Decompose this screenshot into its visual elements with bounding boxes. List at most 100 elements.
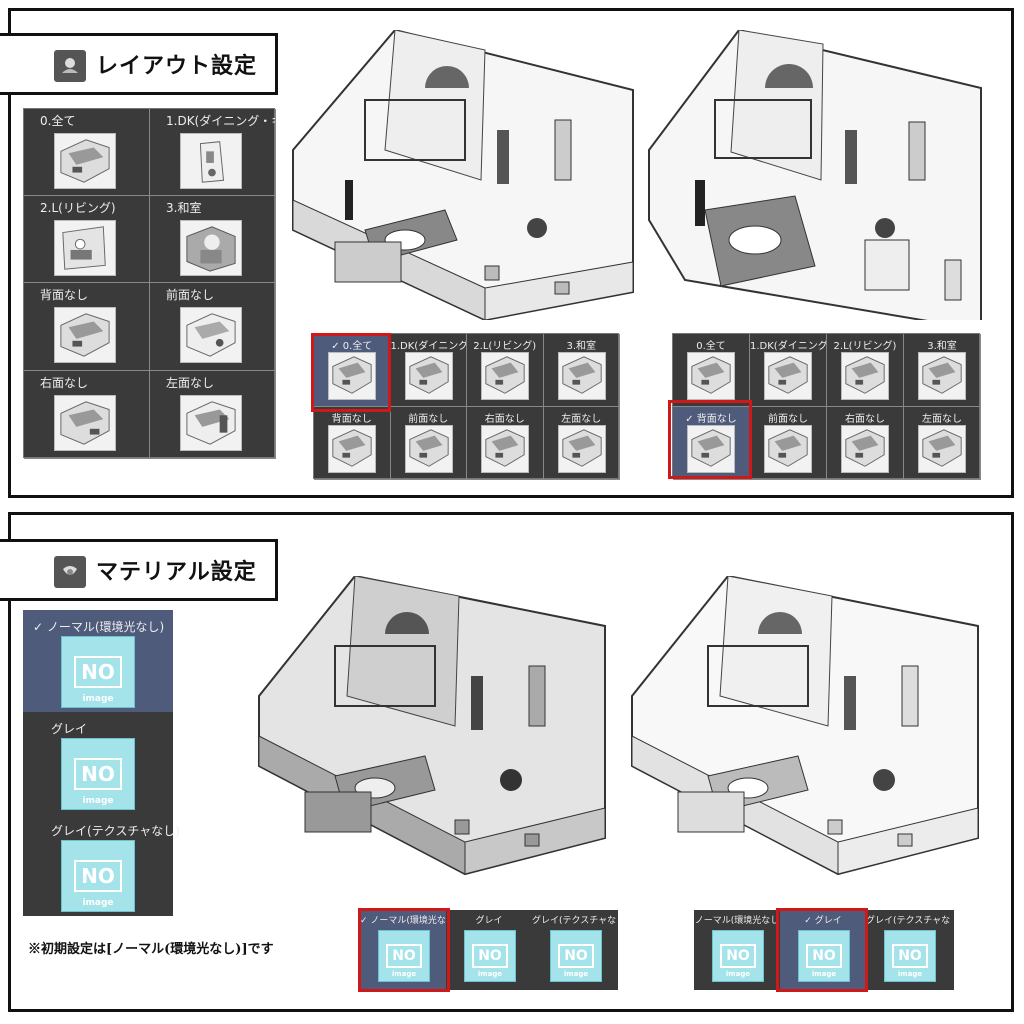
layout-thumbnail: [328, 425, 376, 473]
layout-mini-option[interactable]: 3.和室: [543, 334, 620, 407]
layout-option-washitsu[interactable]: 3.和室: [150, 196, 276, 283]
layout-option-no-back[interactable]: 背面なし: [24, 283, 150, 371]
room-render-normal: [255, 574, 610, 876]
layout-mini-option-label: ✓ 0.全て: [331, 341, 373, 352]
room-render-gray: [628, 574, 983, 876]
material-title-tab: マテリアル設定: [0, 539, 278, 601]
layout-option-living[interactable]: 2.L(リビング): [24, 196, 150, 283]
layout-thumbnail: [764, 352, 812, 400]
layout-mini-option-label: 3.和室: [927, 341, 957, 352]
layout-option-dk[interactable]: 1.DK(ダイニング・キッチン): [150, 109, 276, 196]
layout-thumbnail: [841, 352, 889, 400]
layout-thumbnail: [481, 352, 529, 400]
layout-mini-option[interactable]: 背面なし: [314, 407, 391, 480]
layout-option-no-right[interactable]: 右面なし: [24, 371, 150, 459]
layout-mini-option-label: ✓ 背面なし: [685, 414, 737, 425]
no-image-thumbnail: NO image: [61, 840, 135, 912]
layout-option-no-front[interactable]: 前面なし: [150, 283, 276, 371]
layout-thumbnail: [180, 220, 242, 276]
layout-mini-option[interactable]: 2.L(リビング): [467, 334, 544, 407]
layout-thumbnail: [481, 425, 529, 473]
layout-mini-option[interactable]: 右面なし: [827, 407, 904, 480]
layout-mini-option-label: 背面なし: [331, 414, 372, 425]
material-option-normal[interactable]: ✓ ノーマル(環境光なし) NO image: [23, 610, 173, 712]
highlight-box: [311, 333, 391, 412]
material-mini-option-label: グレイ: [475, 916, 503, 926]
layout-mini-option-label: 左面なし: [561, 414, 602, 425]
layout-mini-option-label: 0.全て: [696, 341, 726, 352]
material-mini-option-label: グレイ(テクスチャなし): [866, 916, 952, 926]
layout-thumbnail: [180, 133, 242, 189]
layout-mini-option[interactable]: 前面なし: [390, 407, 467, 480]
layout-thumbnail: [180, 395, 242, 451]
layout-mini-option[interactable]: 前面なし: [750, 407, 827, 480]
layout-mini-option-label: 左面なし: [922, 414, 962, 425]
layout-mini-option[interactable]: ✓ 背面なし: [673, 407, 750, 480]
no-image-thumbnail: NO image: [61, 636, 135, 708]
layout-thumbnail: [687, 352, 735, 400]
material-options-panel: ✓ ノーマル(環境光なし) NO image グレイ NO image グレイ(…: [23, 610, 180, 916]
layout-mini-option-label: 1.DK(ダイニング・キ: [750, 341, 826, 352]
room-render-no-back: [645, 28, 985, 332]
no-image-thumbnail: NO image: [61, 738, 135, 810]
layout-mini-option-label: 3.和室: [566, 341, 597, 352]
material-option-gray-no-texture[interactable]: グレイ(テクスチャなし) NO image: [23, 814, 180, 916]
room-render-all: [285, 28, 637, 322]
layout-mini-option-label: 前面なし: [408, 414, 449, 425]
layout-mini-option[interactable]: 1.DK(ダイニング・キ: [390, 334, 467, 407]
layout-mini-option[interactable]: 左面なし: [904, 407, 981, 480]
material-icon: [54, 556, 86, 588]
default-setting-note: ※初期設定は[ノーマル(環境光なし)]です: [28, 942, 274, 957]
layout-title: レイアウト設定: [96, 53, 258, 79]
layout-option-all[interactable]: 0.全て: [24, 109, 150, 196]
highlight-box: [358, 908, 450, 992]
layout-mini-panel-b: 0.全て 1.DK(ダイニング・キ 2.L(リビング) 3.和室 ✓ 背面なし 前面なし 右…: [672, 333, 981, 480]
layout-title-tab: レイアウト設定: [0, 33, 278, 95]
layout-thumbnail: [841, 425, 889, 473]
layout-thumbnail: [54, 133, 116, 189]
layout-mini-option[interactable]: 2.L(リビング): [827, 334, 904, 407]
layout-thumbnail: [404, 352, 453, 400]
highlight-box: [776, 908, 868, 992]
layout-thumbnail: [687, 425, 735, 473]
layout-mini-option-label: 1.DK(ダイニング・キ: [390, 341, 467, 352]
material-title: マテリアル設定: [96, 559, 257, 585]
layout-mini-option[interactable]: 右面なし: [467, 407, 544, 480]
layout-icon: [54, 50, 86, 82]
layout-mini-option[interactable]: 1.DK(ダイニング・キ: [750, 334, 827, 407]
layout-mini-option[interactable]: ✓ 0.全て: [314, 334, 391, 407]
layout-thumbnail: [918, 352, 966, 400]
layout-mini-option-label: 前面なし: [768, 414, 808, 425]
layout-mini-option[interactable]: 左面なし: [543, 407, 620, 480]
layout-thumbnail: [54, 395, 116, 451]
layout-option-no-left[interactable]: 左面なし: [150, 371, 276, 459]
layout-thumbnail: [404, 425, 453, 473]
layout-mini-option[interactable]: 0.全て: [673, 334, 750, 407]
material-mini-option-label: ノーマル(環境光なし: [694, 916, 780, 926]
layout-mini-option-label: 右面なし: [845, 414, 885, 425]
layout-thumbnail: [54, 307, 116, 363]
layout-thumbnail: [918, 425, 966, 473]
layout-mini-option-label: 2.L(リビング): [473, 341, 537, 352]
material-mini-option-label: ✓ ノーマル(環境光なし): [360, 916, 446, 926]
material-mini-option-label: ✓ グレイ: [804, 916, 842, 926]
layout-mini-option-label: 2.L(リビング): [833, 341, 897, 352]
layout-mini-option[interactable]: 3.和室: [904, 334, 981, 407]
material-mini-option-label: グレイ(テクスチャなし): [532, 916, 618, 926]
layout-thumbnail: [180, 307, 242, 363]
material-option-gray[interactable]: グレイ NO image: [23, 712, 173, 814]
layout-options-panel: 0.全て 1.DK(ダイニング・キッチン) 2.L(リビング) 3.和室 背面な…: [23, 108, 276, 459]
